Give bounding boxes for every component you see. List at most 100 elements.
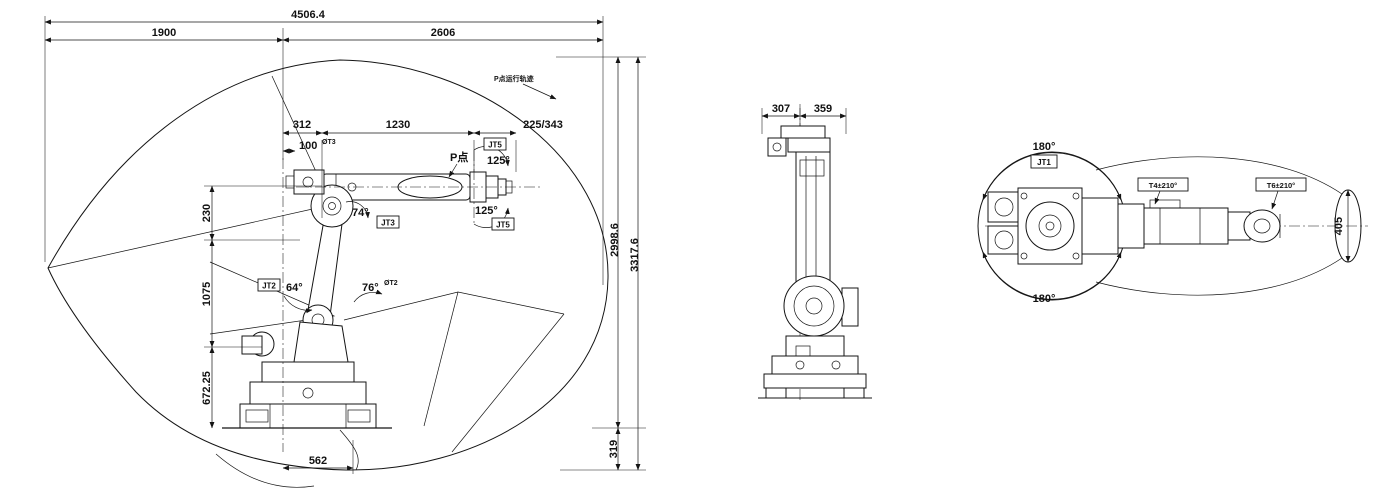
front-arm-column bbox=[795, 151, 831, 283]
label-jt5-lower: JT5 bbox=[496, 221, 510, 230]
jt5-lower-box bbox=[491, 217, 515, 231]
top-rear-motor-cap-2 bbox=[994, 230, 1014, 250]
front-wrist-motor bbox=[767, 137, 787, 157]
envelope-bottom-center-arc bbox=[339, 429, 359, 471]
arc-180-top bbox=[982, 152, 1122, 201]
dim-overall-width: 4506.4 bbox=[291, 9, 326, 21]
dim-230: 230 bbox=[201, 204, 213, 222]
front-shoulder-mid bbox=[793, 285, 835, 327]
top-rear-motor-2 bbox=[987, 225, 1021, 255]
shoulder-motor-cap bbox=[302, 176, 314, 188]
top-turret-outer bbox=[1025, 201, 1075, 251]
top-reach-curve-upper bbox=[1095, 156, 1343, 195]
front-wrist-cap bbox=[772, 142, 782, 152]
top-arm-root bbox=[1117, 203, 1145, 249]
envelope-wedge-right-edge1 bbox=[423, 291, 459, 427]
angle-180-bottom: 180° bbox=[1033, 293, 1056, 305]
dim-562: 562 bbox=[309, 455, 327, 467]
arc-76 bbox=[353, 289, 383, 303]
top-labels: 180° JT1 180° T4±210° T6±210° 405 bbox=[1030, 141, 1351, 305]
label-p-path: P点运行轨迹 bbox=[494, 74, 534, 83]
top-body-bolt-2 bbox=[1072, 192, 1080, 200]
dim-405: 405 bbox=[1333, 217, 1345, 235]
top-turret-axis bbox=[1045, 221, 1055, 231]
front-base-tier1 bbox=[771, 355, 859, 375]
t4-box bbox=[1137, 177, 1189, 192]
side-labels: JT2 64° 76° ØT2 74° JT3 JT5 125° 125° JT… bbox=[257, 74, 557, 314]
top-rear-motor-1 bbox=[987, 191, 1021, 223]
label-jt5-upper: JT5 bbox=[488, 141, 502, 150]
dim-2998: 2998.6 bbox=[609, 223, 621, 257]
arc-74 bbox=[345, 201, 370, 219]
dim-672: 672.25 bbox=[201, 371, 213, 405]
angle-125-lower: 125° bbox=[475, 205, 498, 217]
t4-leader bbox=[1154, 190, 1161, 205]
angle-74: 74° bbox=[352, 207, 369, 219]
front-body bbox=[785, 335, 845, 357]
shoulder-joint bbox=[310, 184, 354, 228]
dim-359: 359 bbox=[814, 103, 832, 115]
front-shoulder-axis bbox=[805, 297, 823, 315]
top-shoulder-block bbox=[1081, 197, 1119, 255]
jt2-box bbox=[257, 278, 281, 292]
base-tier-3 bbox=[239, 403, 377, 429]
front-foot-left bbox=[765, 387, 787, 399]
side-robot bbox=[222, 169, 513, 429]
front-shoulder-outer bbox=[783, 275, 845, 337]
dim-312: 312 bbox=[293, 119, 311, 131]
front-view: 307 359 bbox=[758, 103, 872, 402]
shoulder-joint-mid bbox=[322, 196, 342, 216]
label-p-point: P点 bbox=[450, 150, 468, 164]
arc-180-bottom bbox=[982, 251, 1122, 300]
top-reach-curve-lower bbox=[1095, 257, 1343, 296]
angle-180-top: 180° bbox=[1033, 141, 1056, 153]
top-turret-mid bbox=[1038, 214, 1062, 238]
angle-125-upper: 125° bbox=[487, 155, 510, 167]
base-tier-2 bbox=[249, 381, 367, 405]
ref-t3: ØT3 bbox=[322, 139, 336, 146]
base-foot-left bbox=[245, 409, 269, 423]
dim-225-343: 225/343 bbox=[523, 119, 563, 131]
shoulder-joint-axis bbox=[328, 202, 336, 210]
top-body-bolt-3 bbox=[1020, 252, 1028, 260]
front-wrist-top bbox=[780, 125, 826, 139]
top-body-bolt-1 bbox=[1020, 192, 1028, 200]
top-rear-motor-cap-1 bbox=[994, 197, 1014, 217]
envelope-wedge-left bbox=[209, 261, 336, 335]
envelope-wedge-right bbox=[343, 291, 565, 321]
shoulder-motor bbox=[293, 169, 325, 195]
dim-front-reach: 2606 bbox=[431, 27, 455, 39]
front-dimensions: 307 359 bbox=[761, 103, 847, 134]
side-dimensions: 4506.4 1900 2606 312 1230 225/343 100 ØT… bbox=[44, 9, 646, 474]
t6-box bbox=[1255, 177, 1307, 192]
top-view: 180° JT1 180° T4±210° T6±210° 405 bbox=[977, 141, 1368, 305]
dim-1075: 1075 bbox=[201, 282, 213, 306]
jt3-box bbox=[376, 215, 400, 229]
base-foot-right bbox=[347, 409, 371, 423]
label-t4: T4±210° bbox=[1149, 181, 1177, 190]
front-base-bolt-left bbox=[795, 360, 805, 370]
front-base-bolt-right bbox=[831, 360, 841, 370]
dim-rear-reach: 1900 bbox=[152, 27, 176, 39]
side-view: 4506.4 1900 2606 312 1230 225/343 100 ØT… bbox=[44, 9, 646, 488]
jt1-box bbox=[1030, 154, 1058, 169]
label-jt1: JT1 bbox=[1037, 158, 1051, 167]
label-jt2: JT2 bbox=[262, 282, 276, 291]
base-bolt bbox=[302, 387, 314, 399]
t6-leader bbox=[1271, 190, 1279, 210]
front-base-tier2 bbox=[763, 373, 867, 389]
top-end-effector-inner bbox=[1253, 218, 1271, 234]
base-tier-1 bbox=[261, 361, 355, 383]
label-jt3: JT3 bbox=[381, 219, 395, 228]
arc-64 bbox=[283, 295, 313, 314]
base-column bbox=[293, 321, 349, 363]
dim-3317: 3317.6 bbox=[629, 238, 641, 272]
front-robot bbox=[758, 125, 872, 399]
dim-307: 307 bbox=[772, 103, 790, 115]
shoulder-motor-plug bbox=[285, 175, 295, 189]
top-end-effector bbox=[1243, 209, 1281, 243]
p-path-leader bbox=[522, 83, 557, 100]
label-t6: T6±210° bbox=[1267, 181, 1295, 190]
angle-76: 76° bbox=[362, 282, 379, 294]
